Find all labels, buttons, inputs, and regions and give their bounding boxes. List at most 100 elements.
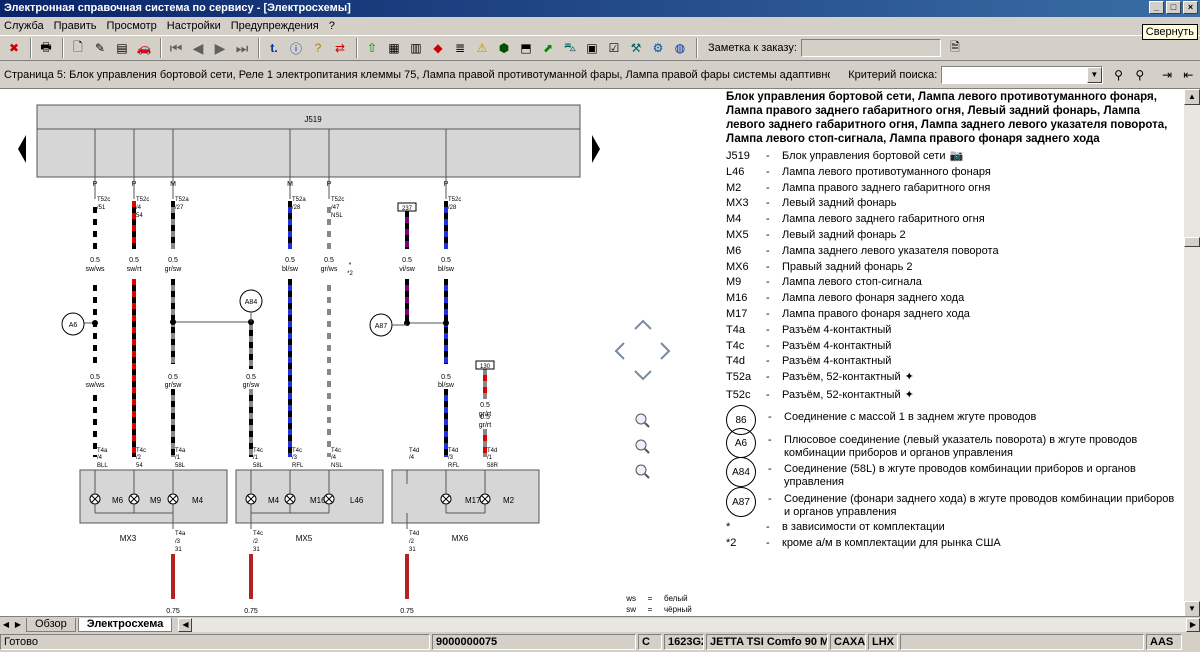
vertical-scrollbar[interactable]: ▲ ▼ [1184,89,1200,617]
legend-desc: в зависимости от комплектации [782,521,945,533]
new-document-icon[interactable]: 🗋 [73,39,83,54]
component-name: MX6 [452,534,469,543]
legend-desc: Лампа левого заднего габаритного огня [782,213,985,226]
device-icon[interactable]: ▣ [586,41,598,55]
connector-pin: /1 [487,455,493,461]
connector-pin: /3 [292,455,298,461]
legend-desc: Блок управления бортовой сети📷 [782,150,964,162]
menu-service[interactable]: Служба [4,20,44,32]
vehicle-icon[interactable]: ⛍ [563,40,577,54]
junction-symbol: A87 [726,487,756,517]
tab-wiring[interactable]: Электросхема [77,617,173,632]
wire-connector-sig: 54 [136,213,143,219]
wire-color: bl/sw [438,382,455,389]
wire-connector: T52c [448,197,461,203]
scroll-thumb[interactable] [1184,237,1200,247]
legend-dash: - [766,213,770,226]
up-level-icon[interactable]: ⇧ [366,41,378,55]
maximize-button[interactable]: □ [1166,1,1181,14]
car-icon[interactable]: 🚗 [136,41,152,55]
plug-icon[interactable]: ✦ [904,371,914,384]
last-page-icon[interactable]: ⏭ [235,39,249,56]
info-icon[interactable]: ⓘ [289,41,302,56]
wire-size: 0.5 [168,257,178,264]
circuit-icon[interactable]: ⬒ [520,41,532,55]
prev-page-icon[interactable]: ◀ [192,39,204,56]
chevron-down-icon[interactable]: ▼ [1086,67,1102,83]
expand-icon[interactable]: ⇥ [1162,68,1173,82]
collapse-icon[interactable]: ⇤ [1183,68,1194,82]
tool-icon[interactable]: ⬈ [542,41,554,55]
text-document-icon[interactable]: ≣ [454,41,466,55]
scroll-right-arrow-icon[interactable] [592,135,600,163]
junction-symbol: A6 [726,428,756,458]
scroll-left-icon[interactable]: ◀ [178,617,193,632]
connector-pin: /3 [448,455,454,461]
menu-edit[interactable]: Править [53,20,97,32]
wire-color: vi/sw [399,266,416,273]
minimize-button[interactable]: _ [1149,1,1164,14]
tab-scroll-left-icon[interactable]: ◀ [2,619,10,629]
notes-icon[interactable]: 🗎 [950,39,960,54]
zoom-in-icon[interactable] [635,439,647,451]
table-icon[interactable]: ▦ [388,41,400,55]
horizontal-scrollbar[interactable]: ◀ ▶ [178,617,1200,632]
minimize-tooltip: Свернуть [1141,24,1198,40]
legend-code: M16 [726,292,748,305]
warning-icon[interactable]: ⚠ [476,41,488,55]
legend-dash: - [766,260,770,273]
ground-pin: /2 [253,539,259,545]
document-list-icon[interactable]: ▤ [116,41,128,55]
wire-connector-pin: /47 [331,205,340,211]
legend-row: T4d-Разъём 4-контактный [726,355,1178,368]
menu-view[interactable]: Просмотр [106,20,157,32]
workshop-icon[interactable]: ⬢ [498,41,510,55]
order-note-field[interactable] [800,39,941,57]
scroll-left-arrow-icon[interactable] [18,135,26,163]
close-button[interactable]: × [1183,1,1198,14]
legend-code: J519 [726,150,750,162]
checklist-icon[interactable]: ☑ [608,41,620,55]
search-criteria-select[interactable]: ▼ [941,66,1103,84]
lamp-label: M2 [503,496,515,505]
tab-scroll-right-icon[interactable]: ▶ [14,619,22,629]
search-icon[interactable]: ⚲ [1114,68,1123,82]
help-icon[interactable]: ? [314,41,322,55]
scroll-down-icon[interactable]: ▼ [1184,601,1200,617]
globe-icon[interactable]: ◍ [674,41,686,55]
pan-up-icon[interactable] [634,319,652,330]
wire-color: gr/ws [321,266,338,273]
scroll-up-icon[interactable]: ▲ [1184,89,1200,105]
menu-warnings[interactable]: Предупреждения [230,20,319,32]
pan-left-icon[interactable] [614,342,625,360]
next-page-icon[interactable]: ▶ [214,39,226,56]
print-icon[interactable]: 🖶 [40,39,52,54]
book-icon[interactable]: ◆ [433,41,443,55]
repair-icon[interactable]: ⚒ [630,41,642,55]
legend-desc: Разъём 4-контактный [782,339,892,352]
ground-wire-size: 0.75 [166,608,180,615]
diagnostic-icon[interactable]: ⚙ [652,41,664,55]
swap-icon[interactable]: ⇄ [334,41,346,55]
search-next-icon[interactable]: ⚲ [1135,68,1145,82]
first-page-icon[interactable]: ⏮ [169,39,183,56]
menu-help[interactable]: ? [328,20,335,32]
scroll-right-icon[interactable]: ▶ [1186,617,1200,632]
camera-icon[interactable]: 📷 [949,150,964,162]
menu-settings[interactable]: Настройки [166,20,221,32]
pan-down-icon[interactable] [634,370,652,381]
wire-color: sw/ws [85,266,105,273]
tab-overview[interactable]: Обзор [26,617,76,632]
jump-icon[interactable]: t. [270,41,278,55]
connector-pin: /4 [409,455,415,461]
pan-right-icon[interactable] [660,342,671,360]
calendar-icon[interactable]: ▥ [410,41,422,55]
zoom-out-icon[interactable] [635,464,647,476]
plug-icon[interactable]: ✦ [904,389,914,402]
zoom-icon[interactable] [635,413,647,425]
wire-pin: P [132,181,137,188]
exit-icon[interactable]: ✖ [8,41,20,55]
edit-document-icon[interactable]: ✎ [94,41,106,55]
wire-pin: P [444,181,449,188]
